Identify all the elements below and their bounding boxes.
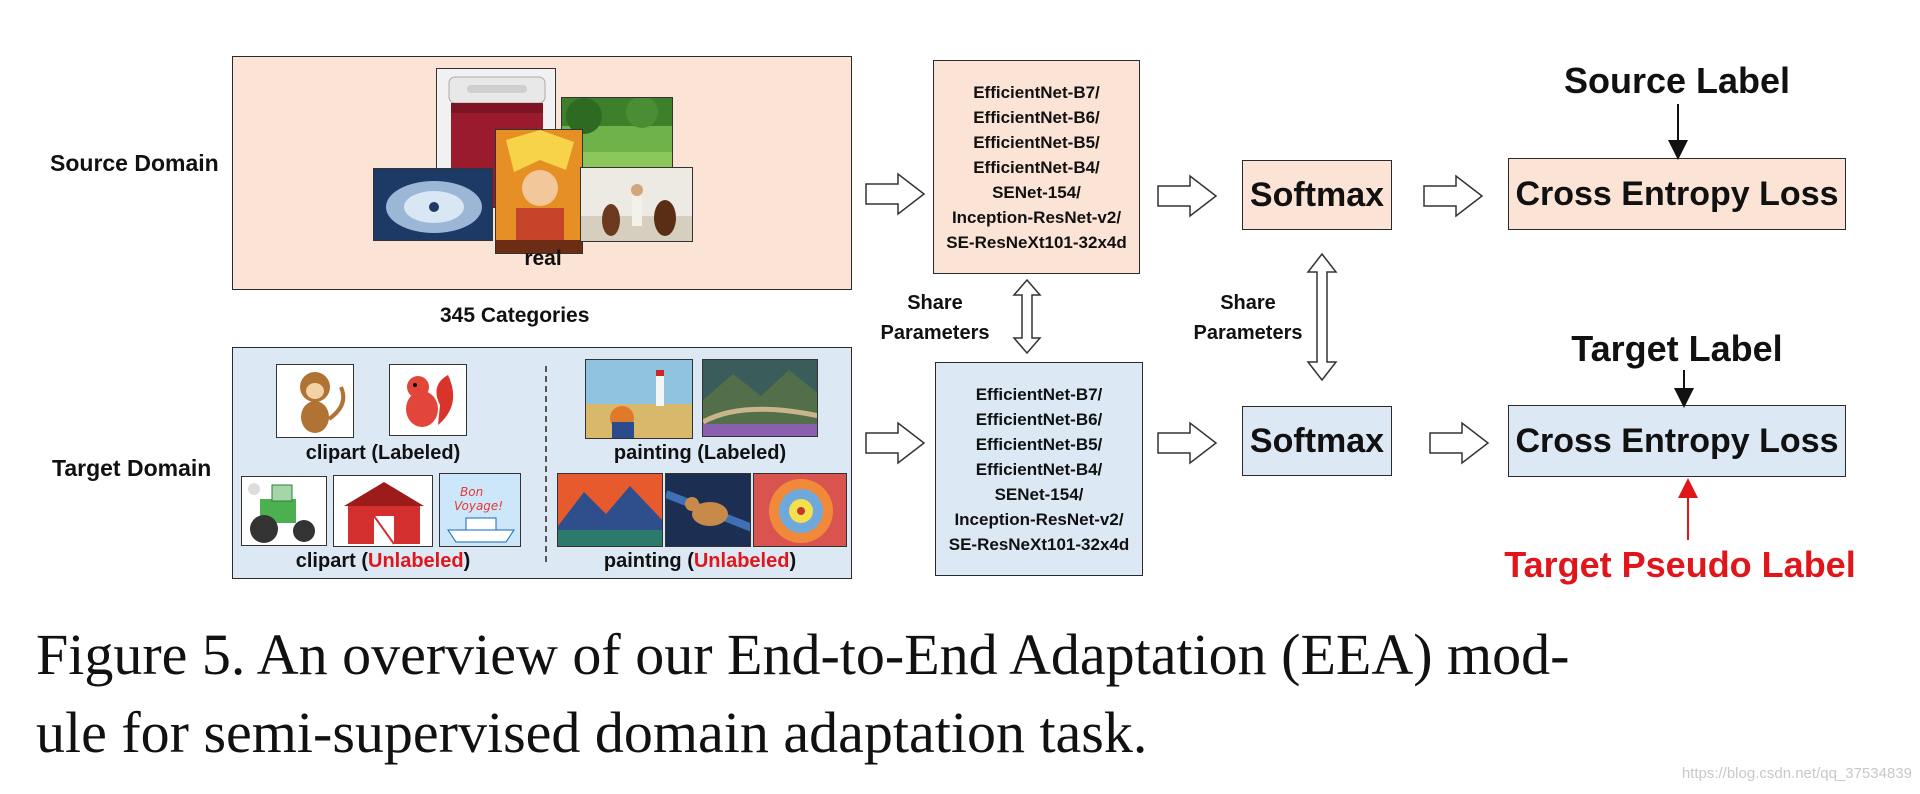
hurricane-image [373,168,493,241]
figure-caption-line-2: ule for semi-supervised domain adaptatio… [36,700,1148,765]
arrow-net-to-softmax-target [1157,421,1218,465]
arrow-target-to-net [865,421,926,465]
target-label: Target Label [1571,328,1783,369]
boat-clipart: Bon Voyage! [439,473,521,547]
swirl-painting [753,473,847,547]
network-name: SENet-154/ [994,484,1084,504]
network-name: EfficientNet-B7/ [975,384,1103,404]
network-name: SENet-154/ [992,182,1081,202]
network-name: EfficientNet-B5/ [975,434,1103,454]
musicians-image [580,167,693,242]
source-softmax-box: Softmax [1242,160,1392,230]
lighthouse-painting [585,359,693,439]
real-caption: real [524,247,562,270]
network-name: EfficientNet-B5/ [973,132,1100,152]
network-name: Inception-ResNet-v2/ [951,207,1122,227]
network-name: EfficientNet-B6/ [975,409,1103,429]
clipart-labeled-caption: clipart (Labeled) [305,442,461,464]
arrow-net-to-softmax-source [1157,174,1218,218]
categories-label: 345 Categories [440,304,590,327]
flow-arrows [865,104,1698,540]
arrow-source-to-net [865,172,926,216]
arrow-softmax-to-loss-target [1429,421,1490,465]
svg-text:Bon: Bon [460,485,483,499]
source-domain-label: Source Domain [50,150,219,176]
figure-caption-line-1: Figure 5. An overview of our End-to-End … [36,622,1570,687]
painting-labeled-caption: painting (Labeled) [613,442,787,464]
watermark: https://blog.csdn.net/qq_37534839 [1681,765,1912,782]
source-label: Source Label [1563,60,1791,101]
painting-unlabeled-caption: painting (Unlabeled) [603,550,797,572]
target-domain-label: Target Domain [52,455,212,481]
mountain-painting [557,473,663,547]
arrow-softmax-to-loss-source [1423,174,1484,218]
barn-clipart [333,475,433,547]
svg-text:Voyage!: Voyage! [454,499,503,513]
clipart-unlabeled-caption: clipart (Unlabeled) [295,550,471,572]
network-name: Inception-ResNet-v2/ [954,509,1124,529]
great-wall-painting [702,359,818,437]
target-softmax-box: Softmax [1242,406,1392,476]
source-loss-box: Cross Entropy Loss [1508,158,1846,230]
pseudo-label: Target Pseudo Label [1504,544,1856,585]
monkey-clipart [276,364,354,438]
network-name: EfficientNet-B4/ [973,157,1100,177]
target-loss-box: Cross Entropy Loss [1508,405,1846,477]
target-network-box: EfficientNet-B7/ EfficientNet-B6/ Effici… [935,362,1143,576]
kangaroo-painting [665,473,751,547]
source-network-box: EfficientNet-B7/ EfficientNet-B6/ Effici… [933,60,1140,274]
network-name: EfficientNet-B6/ [973,107,1100,127]
source-domain-panel: real [232,56,852,290]
panel-divider [545,366,547,562]
squirrel-clipart [389,364,467,436]
network-name: EfficientNet-B7/ [973,82,1100,102]
target-domain-panel: clipart (Labeled) Bon Voyage! clipart (U… [232,347,852,579]
network-name: EfficientNet-B4/ [975,459,1103,479]
network-name: SE-ResNeXt101-32x4d [946,232,1127,252]
network-name: SE-ResNeXt101-32x4d [948,534,1130,554]
share-arrow-right [1306,252,1338,382]
tractor-clipart [241,476,327,546]
share-arrow-left [1012,278,1042,355]
